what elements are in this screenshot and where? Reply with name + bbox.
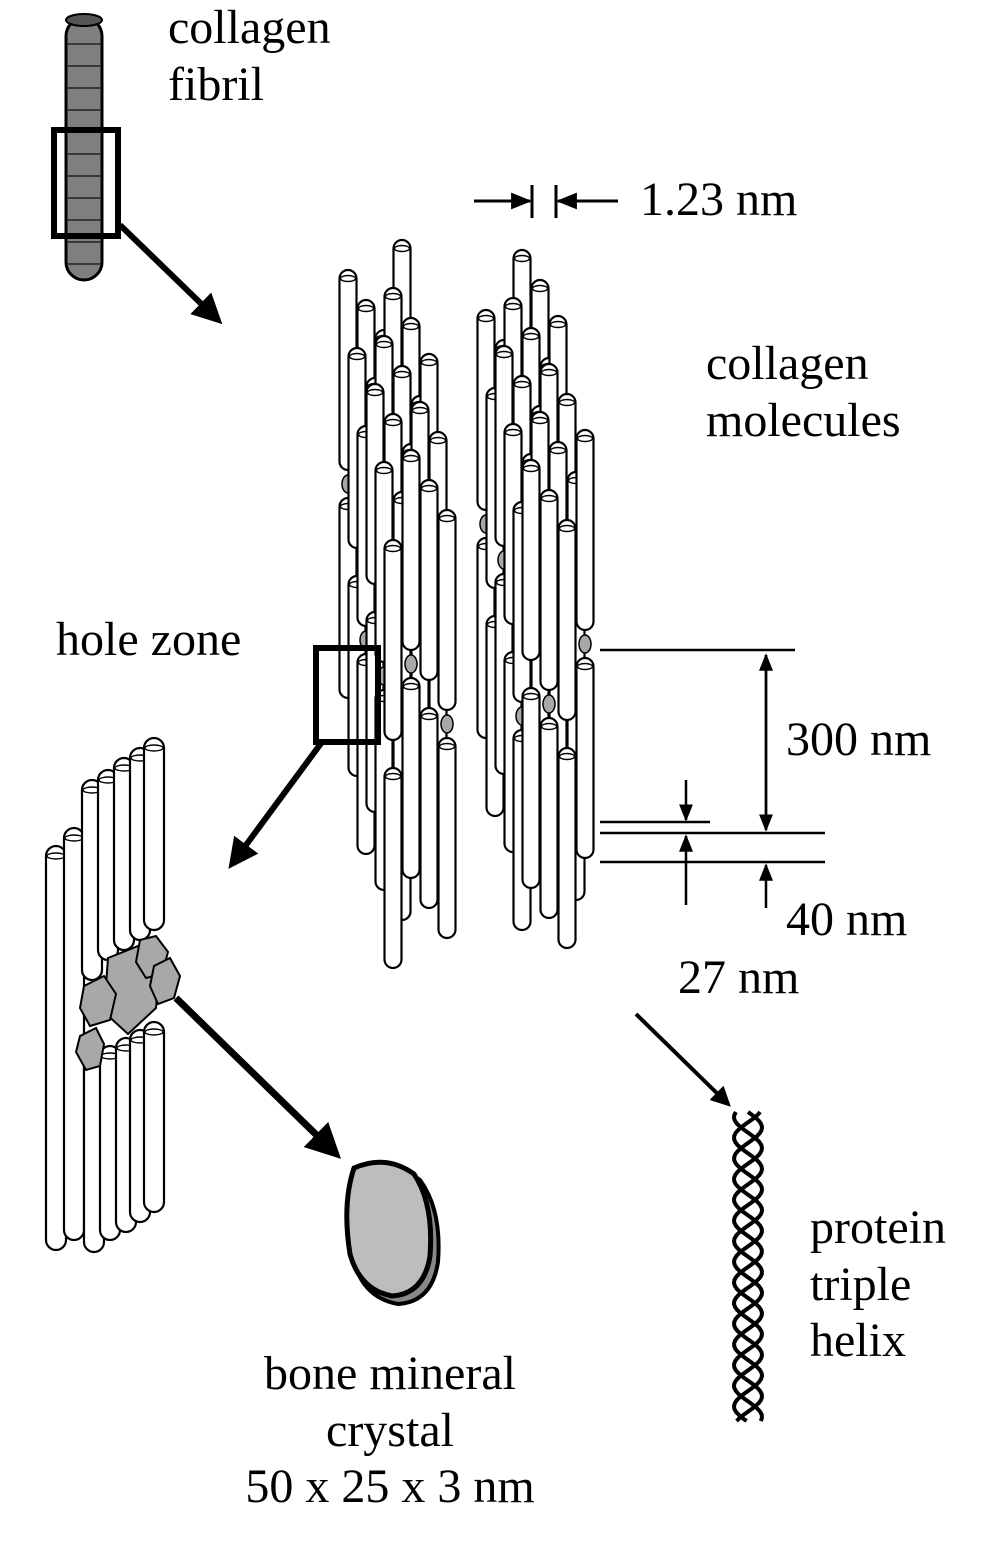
collagen-molecule: [521, 458, 541, 662]
label-hole-zone: hole zone: [56, 613, 242, 666]
collagen-molecule: [419, 478, 439, 682]
collagen-molecule: [142, 1020, 166, 1214]
helix-arrow: [634, 1012, 731, 1107]
dimension-lines: [600, 648, 825, 908]
collagen-molecule: [437, 736, 457, 940]
protein-triple-helix: [731, 1110, 765, 1423]
label-offset-27: 27 nm: [678, 951, 800, 1004]
collagen-molecule: [521, 686, 541, 890]
label-collagen-molecules: collagen molecules: [706, 337, 901, 447]
hole-zone-box: [313, 645, 381, 745]
collagen-fibril: [64, 13, 104, 282]
overlap-region: [542, 694, 556, 714]
collagen-molecule: [539, 716, 559, 920]
label-bone-mineral: bone mineral crystal 50 x 25 x 3 nm: [245, 1347, 535, 1514]
collagen-molecule: [557, 746, 577, 950]
label-gap-40: 40 nm: [786, 893, 908, 946]
collagen-molecule-array: [338, 238, 595, 970]
overlap-region: [404, 654, 418, 674]
collagen-molecule: [401, 448, 421, 652]
label-length-300: 300 nm: [786, 713, 932, 766]
collagen-molecule: [575, 428, 595, 632]
fibril-selection-box: [51, 127, 121, 239]
collagen-molecule: [383, 766, 403, 970]
bone-mineral-crystal: [344, 1159, 441, 1307]
collagen-molecule: [575, 656, 595, 860]
collagen-molecule: [142, 736, 166, 932]
label-collagen-fibril: collagen fibril: [168, 1, 331, 111]
hole-zone-arrow: [228, 740, 325, 869]
overlap-region: [440, 714, 454, 734]
crystal-arrow: [173, 995, 342, 1159]
collagen-molecule: [419, 706, 439, 910]
collagen-molecule: [437, 508, 457, 712]
helix-strand: [731, 1110, 765, 1422]
overlap-region: [578, 634, 592, 654]
helix-strand: [731, 1111, 765, 1423]
helix-strand: [731, 1110, 765, 1423]
collagen-molecule: [539, 488, 559, 692]
label-spacing: 1.23 nm: [640, 173, 798, 226]
hole-zone-detail: [44, 736, 166, 1254]
label-triple-helix: protein triple helix: [810, 1201, 946, 1368]
mineral-crystals-in-hole: [74, 934, 182, 1072]
spacing-indicator: [474, 185, 618, 218]
collagen-molecule: [383, 538, 403, 742]
collagen-molecule: [401, 676, 421, 880]
collagen-molecule: [557, 518, 577, 722]
fibril-zoom-arrow: [117, 222, 223, 325]
